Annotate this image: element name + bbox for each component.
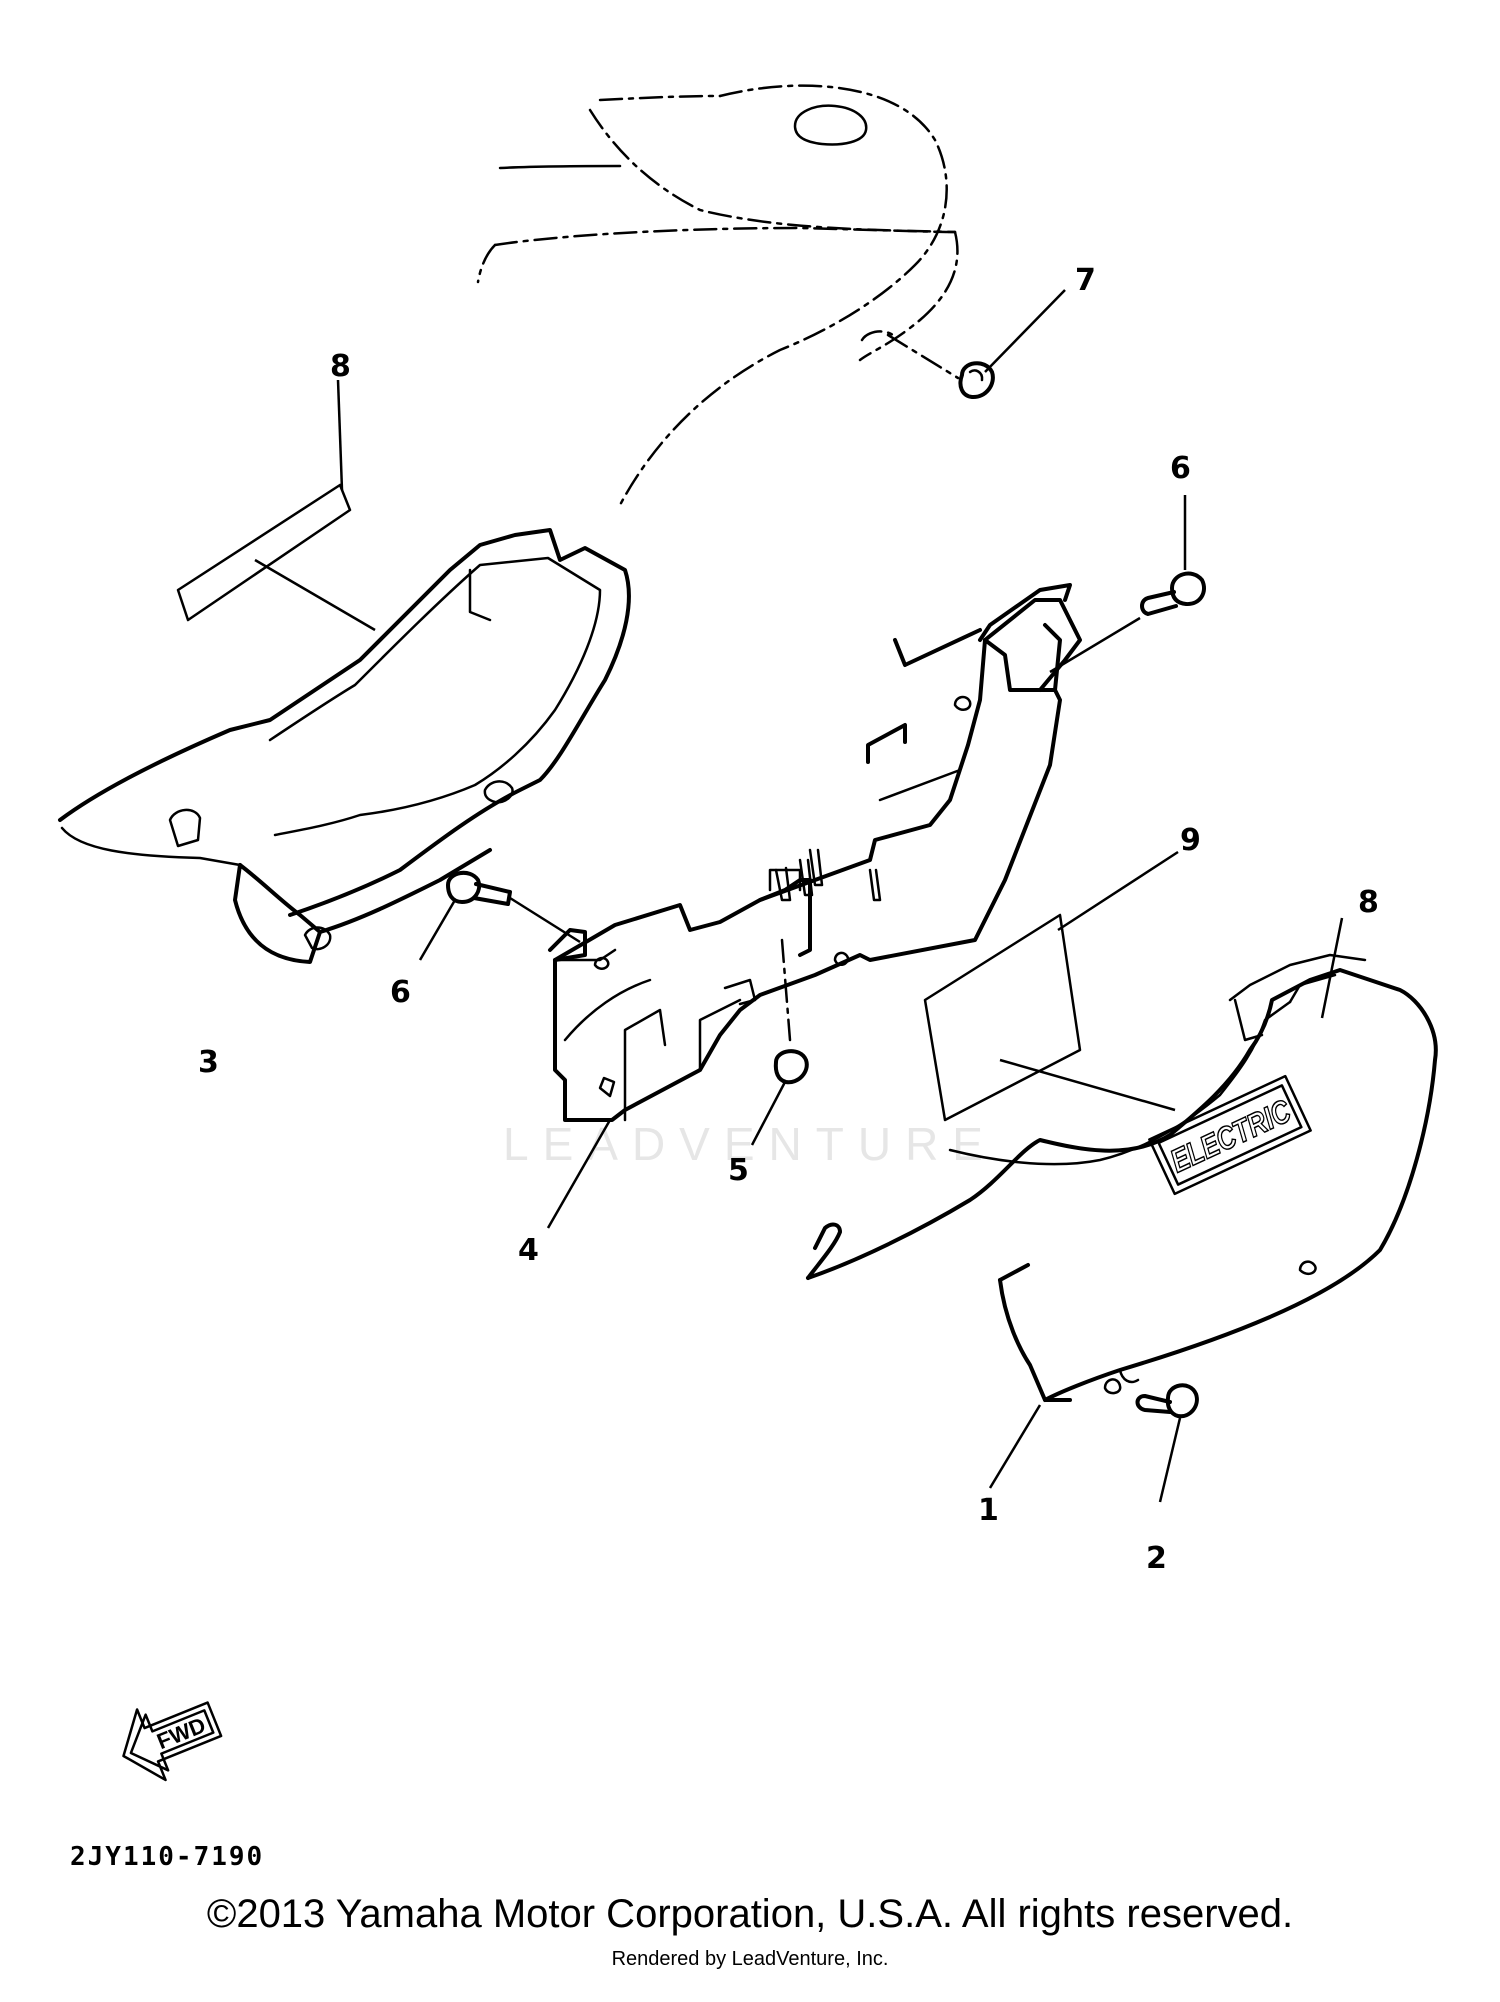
part-6-bolt-right [1049,495,1206,674]
part-9-decal [923,850,1179,1122]
copyright-notice: ©2013 Yamaha Motor Corporation, U.S.A. A… [206,1892,1294,1936]
label-part-3: 3 [198,1045,219,1080]
watermark: LEADVENTURE [503,1118,997,1170]
label-part-8-left: 8 [330,349,351,384]
part-4-bracket [546,583,1082,1229]
label-part-8-right: 8 [1358,885,1379,920]
label-part-1: 1 [978,1493,999,1528]
label-part-6-left: 6 [390,975,411,1010]
part-3-left-side-cover [58,528,631,964]
fuel-tank-outline [476,84,959,507]
electric-emblem: ELECTRIC [1148,1074,1312,1196]
label-part-5: 5 [728,1153,749,1188]
part-8-decal-left [176,379,376,632]
part-5-grommet [750,938,809,1146]
fwd-arrow-icon: FWD [122,1701,223,1782]
electric-emblem-text: ELECTRIC [1165,1092,1297,1179]
part-6-bolt-left [418,870,581,961]
part-8-lead-right [1320,917,1344,1019]
part-1-right-side-cover [806,953,1438,1489]
label-part-2: 2 [1146,1541,1167,1576]
part-2-screw [1135,1383,1199,1503]
part-7-grommet [886,289,1066,399]
rendered-by-notice: Rendered by LeadVenture, Inc. [611,1948,889,1970]
label-part-7: 7 [1075,263,1096,298]
diagram-code: 2JY110-7190 [70,1842,265,1872]
label-part-6-right: 6 [1170,451,1191,486]
label-part-9: 9 [1180,823,1201,858]
label-part-4: 4 [518,1233,539,1268]
